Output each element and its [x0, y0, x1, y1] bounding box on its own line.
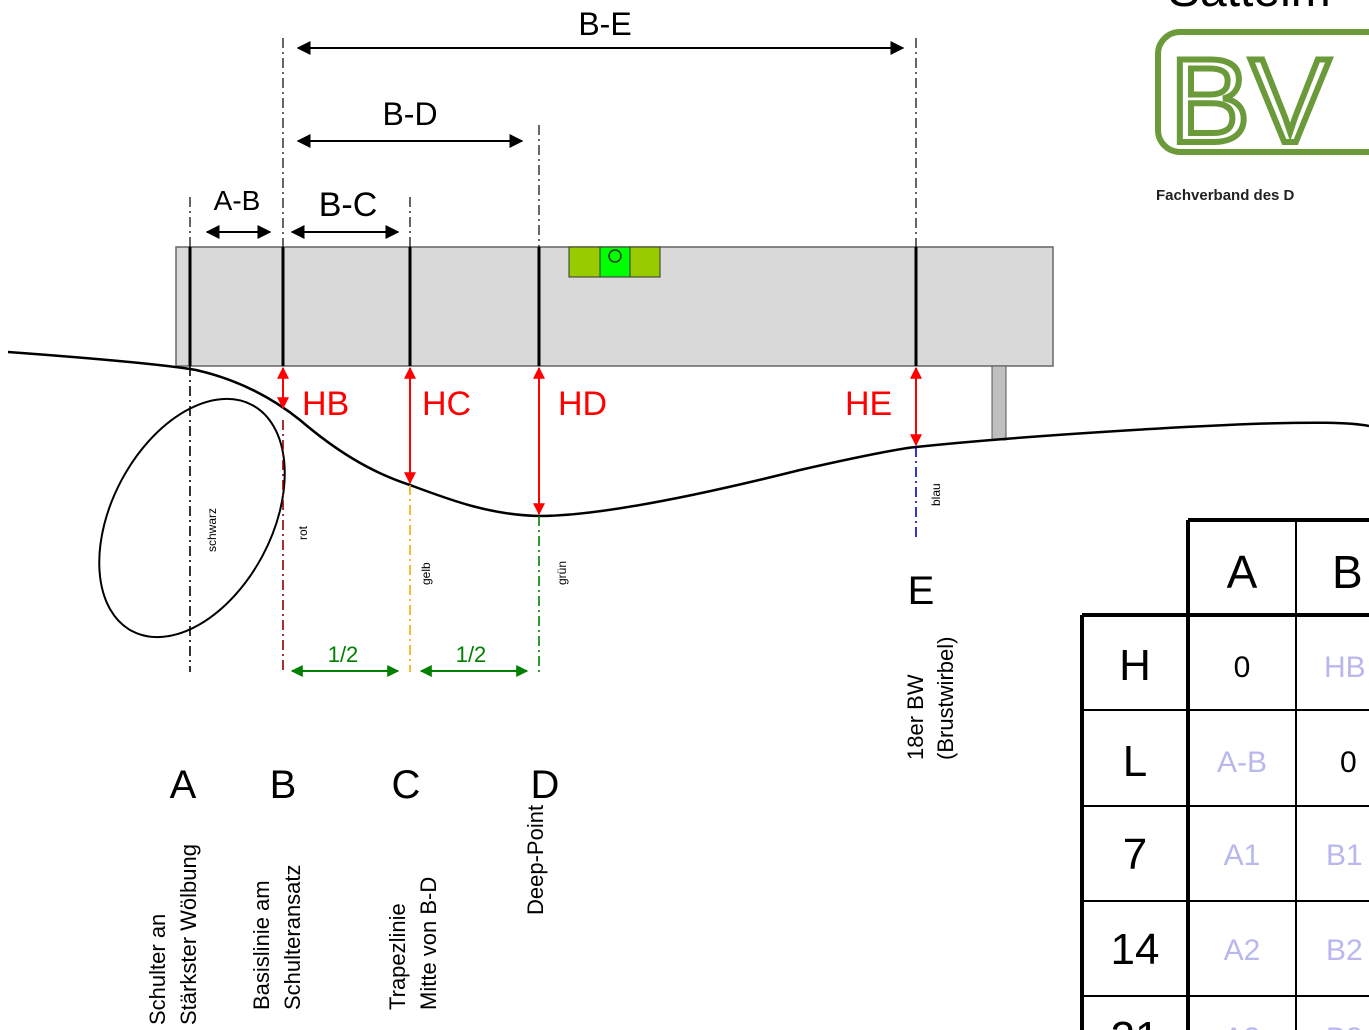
caption-a-1: Schulter an	[145, 914, 170, 1025]
point-letter-b: B	[270, 763, 297, 807]
caption-c-1: Trapezlinie	[385, 903, 410, 1010]
label-hc: HC	[422, 385, 471, 423]
caption-e-2: (Brustwirbel)	[933, 637, 958, 760]
dim-label-bc: B-C	[319, 186, 378, 224]
table-grid	[1080, 518, 1369, 1030]
reference-lines	[189, 366, 917, 672]
upper-guide-lines	[189, 38, 917, 247]
label-hd: HD	[558, 385, 607, 423]
point-letter-d: D	[531, 763, 560, 807]
table-cell-14-b: B2	[1326, 934, 1363, 967]
support-post	[991, 365, 1007, 441]
dim-label-ab: A-B	[214, 185, 261, 216]
point-captions: Schulter an Stärkster Wölbung Basislinie…	[145, 637, 958, 1025]
point-letter-e: E	[908, 569, 935, 613]
table-row-label-l: L	[1123, 737, 1147, 786]
logo-letters: BV	[1170, 34, 1330, 168]
page-title: Sattelm	[1168, 0, 1331, 17]
height-arrows	[277, 366, 922, 516]
caption-b-1: Basislinie am	[249, 880, 274, 1010]
color-label-c: gelb	[419, 562, 433, 585]
table-row-label-14: 14	[1111, 925, 1160, 974]
table-cell-l-b: 0	[1340, 746, 1357, 779]
dim-label-be: B-E	[578, 6, 631, 42]
table-cell-7-b: B1	[1326, 839, 1363, 872]
label-he: HE	[845, 385, 892, 423]
color-labels: schwarz rot gelb grün blau	[205, 483, 943, 585]
table-cell-h-b: HB	[1324, 651, 1366, 684]
caption-d-1: Deep-Point	[523, 805, 548, 915]
dim-label-bd: B-D	[382, 96, 437, 132]
color-label-e: blau	[929, 483, 943, 506]
color-label-d: grün	[555, 561, 569, 585]
color-label-b: rot	[296, 525, 310, 540]
span-dimensions: B-E B-D B-C A-B	[205, 6, 905, 239]
logo-frame	[1155, 29, 1369, 155]
half-label-1: 1/2	[328, 642, 359, 667]
point-letter-a: A	[170, 763, 197, 807]
color-label-a: schwarz	[205, 508, 219, 552]
table-cell-l-a: A-B	[1217, 746, 1267, 779]
half-dimensions: 1/2 1/2	[290, 642, 529, 677]
level-bubble-icon	[608, 249, 622, 263]
caption-b-2: Schulteransatz	[280, 864, 305, 1010]
caption-c-2: Mitte von B-D	[416, 877, 441, 1010]
table-row-label-21: 21	[1111, 1013, 1160, 1030]
logo-tagline: Fachverband des D	[1156, 187, 1295, 204]
table-col-header-b: B	[1332, 546, 1363, 598]
point-letters: A B C D E	[170, 569, 935, 807]
spirit-level	[568, 246, 661, 278]
caption-a-2: Stärkster Wölbung	[176, 844, 201, 1025]
table-cell-7-a: A1	[1224, 839, 1261, 872]
table-cell-21-a: A3	[1224, 1022, 1261, 1030]
point-letter-c: C	[392, 763, 421, 807]
table-row-label-7: 7	[1123, 830, 1147, 879]
height-labels: HB HC HD HE	[302, 385, 892, 423]
table-cell-14-a: A2	[1224, 934, 1261, 967]
table-cell-21-b: B3	[1326, 1022, 1363, 1030]
table-col-header-a: A	[1227, 546, 1258, 598]
shoulder-ellipse	[98, 397, 286, 639]
table-row-label-h: H	[1119, 641, 1151, 690]
label-hb: HB	[302, 385, 349, 423]
half-label-2: 1/2	[456, 642, 487, 667]
back-contour	[7, 350, 1369, 518]
bar-tick-lines	[188, 247, 918, 366]
measurement-table: A B H 0 HB L A-B 0 7 A1 B1 14 A2 B2 21 A…	[1080, 518, 1369, 1030]
bvd-logo: BV Fachverband des D	[1155, 29, 1369, 204]
caption-e-1: 18er BW	[903, 674, 928, 760]
table-cell-h-a: 0	[1234, 651, 1251, 684]
